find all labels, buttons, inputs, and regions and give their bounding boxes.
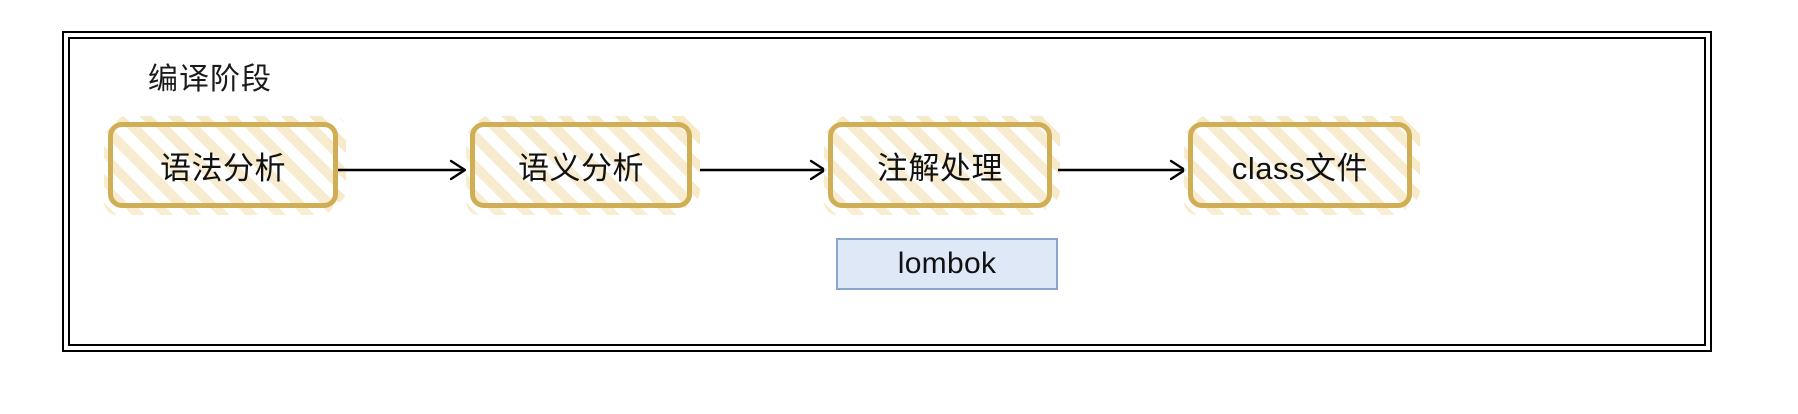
diagram-frame-inner: [68, 37, 1706, 346]
stage-box-body: 语法分析: [108, 122, 338, 208]
stage-box-annotation-processing[interactable]: 注解处理: [824, 116, 1060, 215]
stage-box-label: 注解处理: [877, 150, 1003, 186]
arrow-semantic-to-annotation: [700, 156, 830, 184]
stage-box-class-file[interactable]: class文件: [1184, 116, 1420, 215]
stage-box-label: class文件: [1231, 150, 1369, 186]
stage-box-syntax-analysis[interactable]: 语法分析: [104, 116, 346, 215]
stage-box-body: class文件: [1188, 122, 1412, 208]
diagram-frame-outer: [62, 31, 1712, 352]
stage-box-body: 注解处理: [828, 122, 1052, 208]
stage-box-label: 语法分析: [160, 150, 286, 186]
stage-box-label: 语义分析: [518, 150, 644, 186]
arrow-syntax-to-semantic: [338, 156, 470, 184]
callout-lombok-label: lombok: [897, 247, 997, 280]
callout-lombok[interactable]: lombok: [836, 238, 1058, 290]
stage-box-body: 语义分析: [470, 122, 692, 208]
page-title: 编译阶段: [148, 63, 272, 96]
stage-box-semantic-analysis[interactable]: 语义分析: [466, 116, 700, 215]
arrow-annotation-to-class-file: [1058, 156, 1190, 184]
